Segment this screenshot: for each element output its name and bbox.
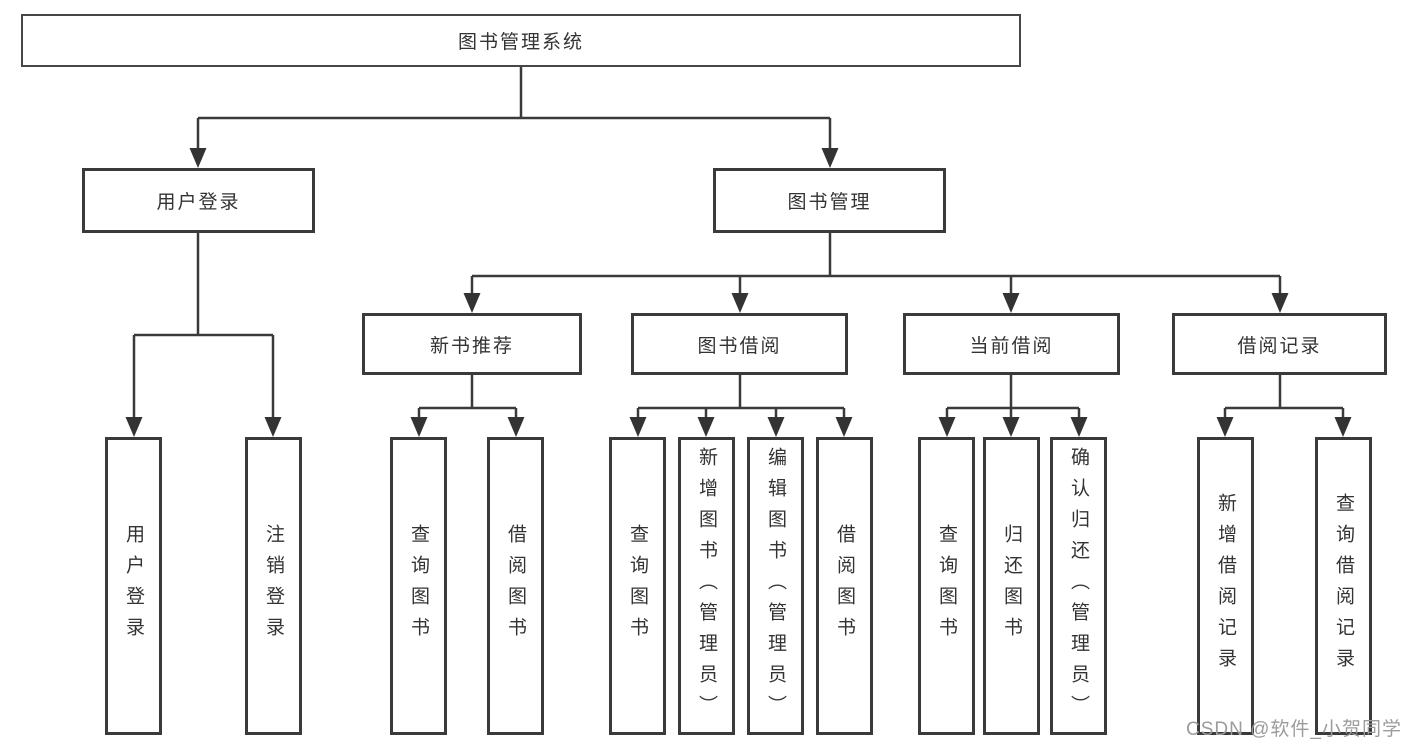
node-label: 新增借阅记录 <box>1215 493 1236 679</box>
node-user-login: 用户登录 <box>82 168 315 233</box>
node-label: 新书推荐 <box>429 335 514 357</box>
leaf-borrow-books-recommend: 借阅图书 <box>487 437 544 735</box>
node-label: 用户登录 <box>156 192 241 213</box>
node-system-root: 图书管理系统 <box>21 14 1021 67</box>
csdn-watermark: CSDN @软件_小贺同学 <box>1186 719 1402 740</box>
node-label: 图书借阅 <box>697 335 782 357</box>
node-label: 编辑图书（管理员） <box>765 446 786 726</box>
node-current-borrow: 当前借阅 <box>903 313 1120 375</box>
node-label: 注销登录 <box>263 524 284 648</box>
node-label: 查询图书 <box>627 524 648 648</box>
node-label: 借阅图书 <box>505 524 526 648</box>
node-label: 当前借阅 <box>969 335 1054 357</box>
node-label: 新增图书（管理员） <box>696 446 717 726</box>
node-label: 归还图书 <box>1001 524 1022 648</box>
leaf-borrow-books: 借阅图书 <box>816 437 873 735</box>
node-label: 用户登录 <box>123 524 144 648</box>
node-label: 确认归还（管理员） <box>1068 446 1089 726</box>
leaf-query-borrow-record: 查询借阅记录 <box>1315 437 1372 735</box>
leaf-query-books-borrow: 查询图书 <box>609 437 666 735</box>
leaf-add-books-admin: 新增图书（管理员） <box>678 437 735 735</box>
node-label: 查询借阅记录 <box>1333 493 1354 679</box>
node-label: 查询图书 <box>408 524 429 648</box>
node-label: 查询图书 <box>936 524 957 648</box>
node-book-borrow: 图书借阅 <box>631 313 848 375</box>
node-label: 图书管理系统 <box>457 32 584 53</box>
leaf-add-borrow-record: 新增借阅记录 <box>1197 437 1254 735</box>
node-label: 借阅记录 <box>1237 335 1322 357</box>
leaf-return-books: 归还图书 <box>983 437 1040 735</box>
leaf-query-books-recommend: 查询图书 <box>390 437 447 735</box>
node-borrow-records: 借阅记录 <box>1172 313 1387 375</box>
node-new-book-recommend: 新书推荐 <box>362 313 582 375</box>
leaf-edit-books-admin: 编辑图书（管理员） <box>747 437 804 735</box>
leaf-confirm-return-admin: 确认归还（管理员） <box>1050 437 1107 735</box>
node-label: 借阅图书 <box>834 524 855 648</box>
node-book-management: 图书管理 <box>713 168 946 233</box>
leaf-logout: 注销登录 <box>245 437 302 735</box>
leaf-user-login: 用户登录 <box>105 437 162 735</box>
node-label: 图书管理 <box>787 192 872 213</box>
leaf-query-books-current: 查询图书 <box>918 437 975 735</box>
